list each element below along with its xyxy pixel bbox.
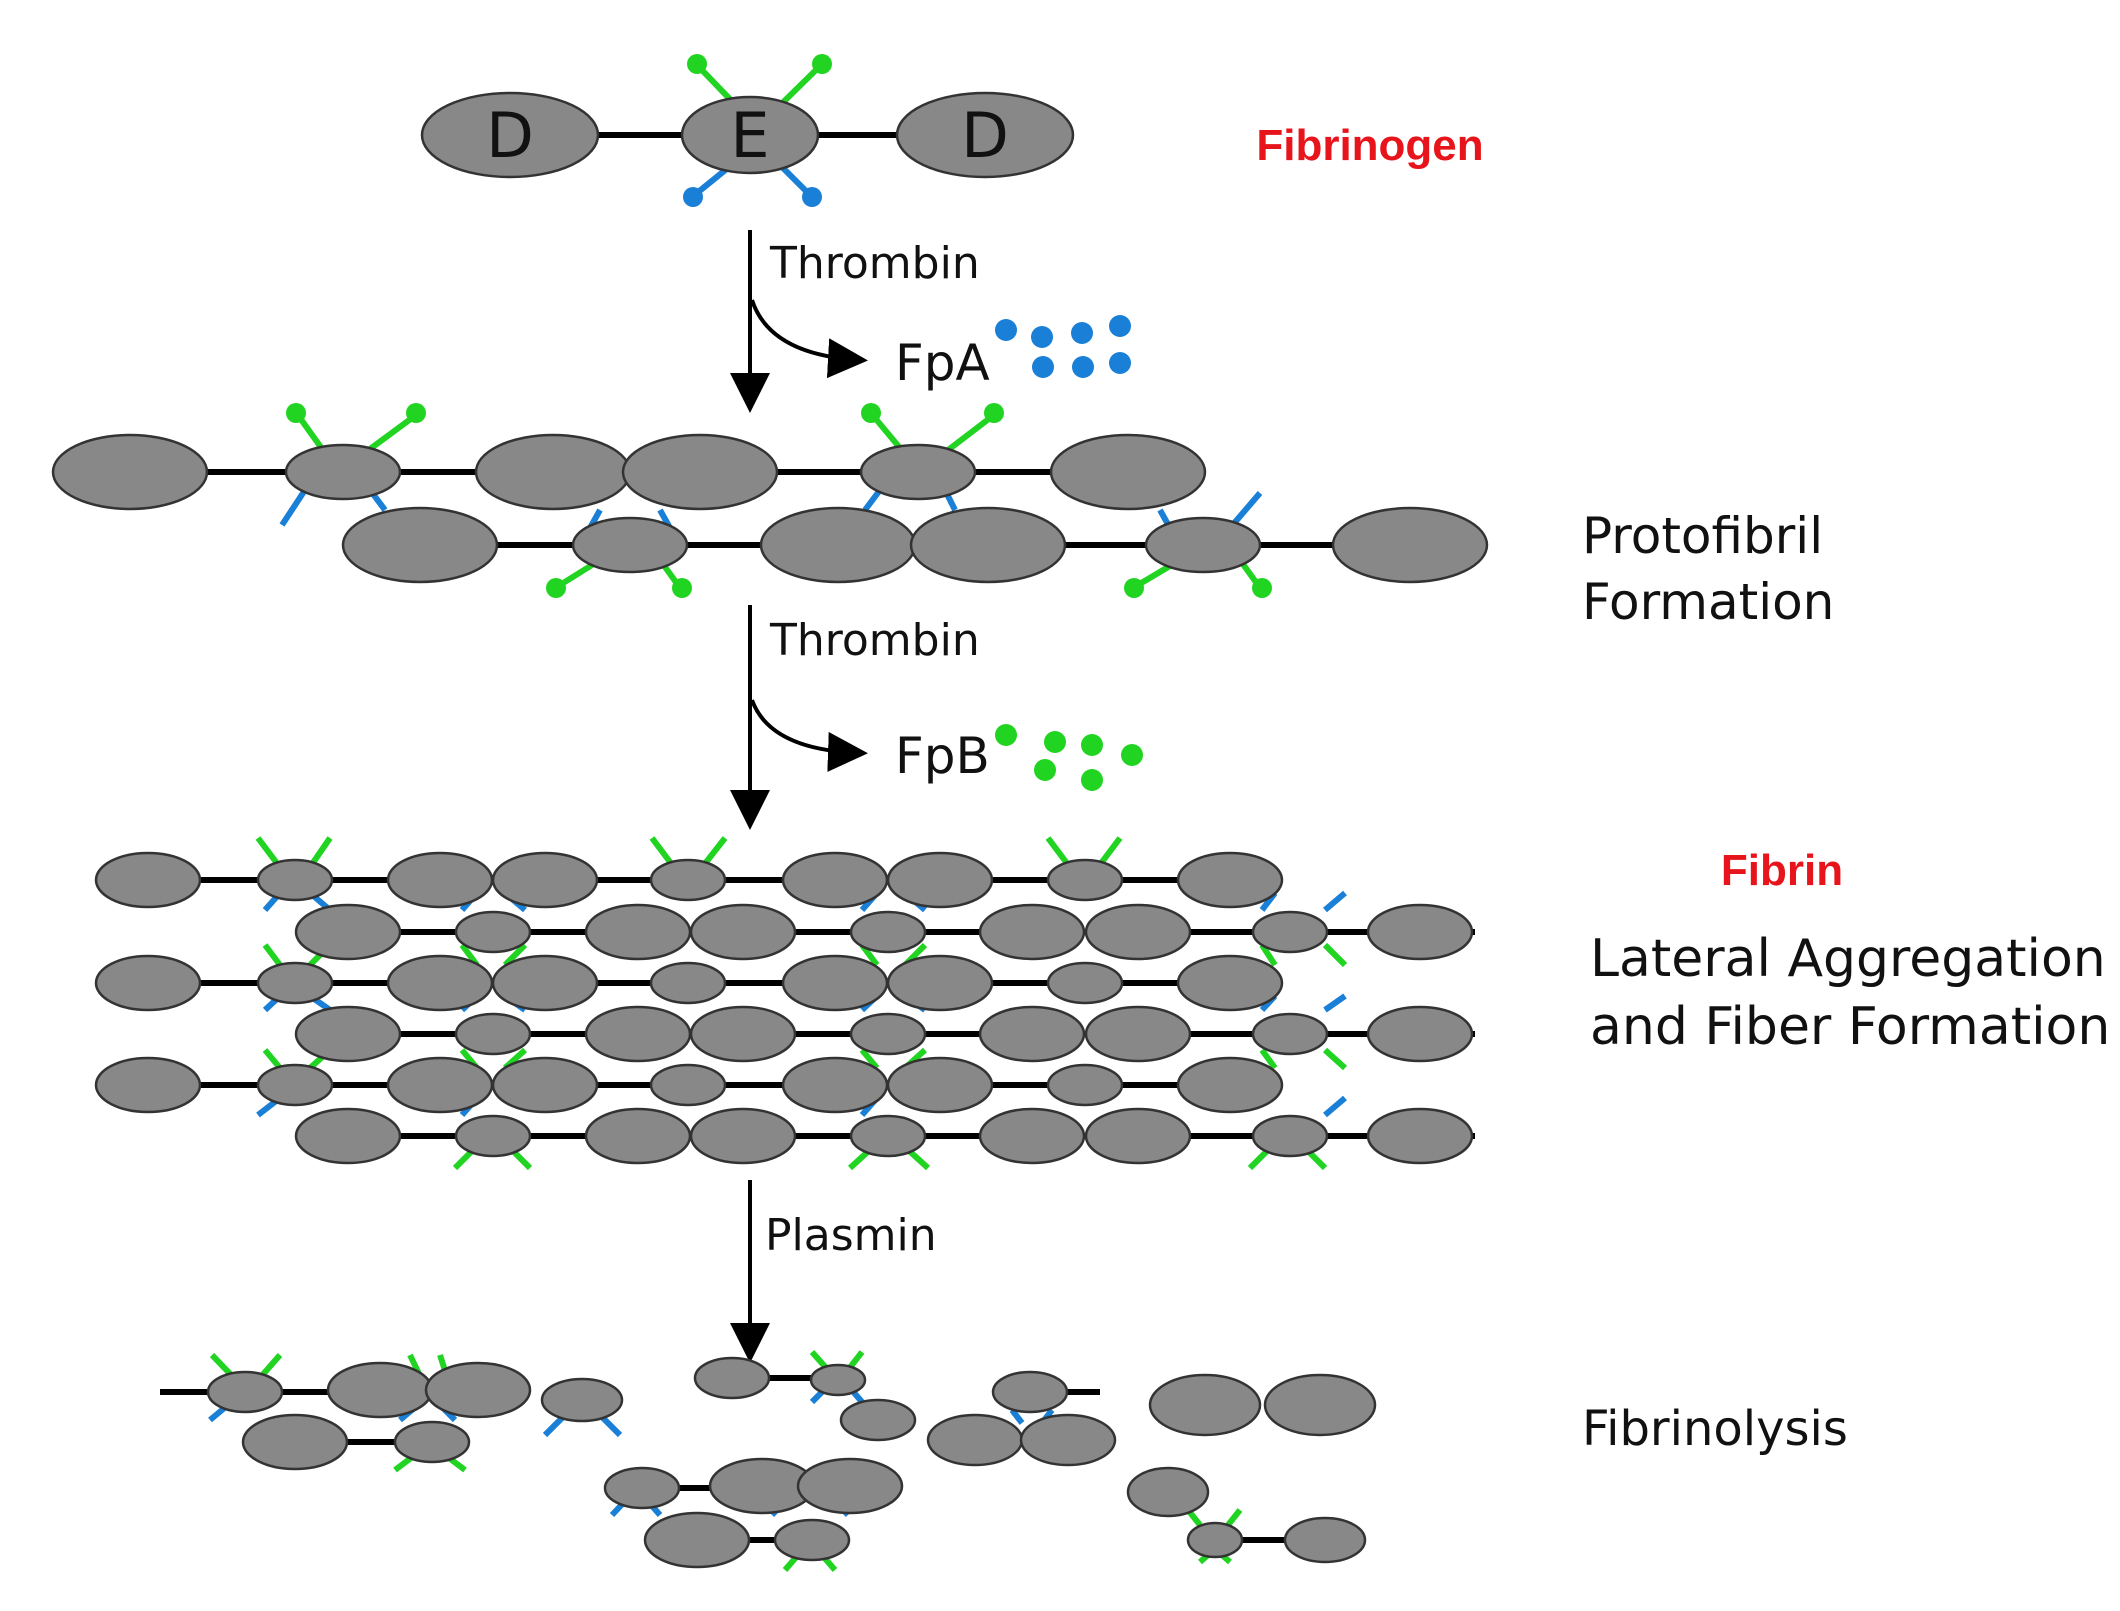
protofibril-label-line-1: Protofibril [1582, 507, 1823, 565]
protofibril-label-line-2: Formation [1582, 573, 1834, 631]
fpa-release-arrow [750, 299, 868, 379]
domain-label-e: E [730, 99, 769, 172]
fragment-4 [603, 1457, 904, 1572]
fpb-label: FpB [895, 727, 990, 785]
fpb-release-arrow [750, 699, 868, 772]
fibrinogen-label: Fibrinogen [1256, 121, 1483, 170]
fragment-7 [1126, 1466, 1367, 1565]
plasmin-step: Plasmin [730, 1180, 937, 1363]
thrombin-2-label: Thrombin [769, 615, 980, 666]
fibrin-fiber [94, 836, 1475, 1171]
fibrin-fiber-row-1 [94, 851, 1284, 909]
domain-label-d-right: D [961, 99, 1009, 172]
plasmin-label: Plasmin [765, 1210, 937, 1261]
protofibril [51, 403, 1489, 598]
domain-label-d-left: D [486, 99, 534, 172]
fibrin-fiber-row-3 [94, 954, 1284, 1012]
thrombin-1-label: Thrombin [769, 238, 980, 289]
fibrinolysis-label: Fibrinolysis [1582, 1401, 1848, 1457]
lateral-aggregation-label-line-1: Lateral Aggregation [1590, 929, 2106, 989]
fragment-5 [926, 1370, 1117, 1467]
fibrin-fiber-row-6 [294, 1107, 1474, 1165]
fpb-peptide-dots [995, 724, 1143, 791]
fibrin-fiber-row-4 [294, 1005, 1474, 1063]
lateral-aggregation-label-line-2: and Fiber Formation [1590, 997, 2110, 1057]
fibrinogen-d-domain-left [420, 91, 600, 179]
fibrin-fiber-row-5 [94, 1056, 1284, 1114]
fragment-3 [693, 1350, 917, 1442]
fpa-peptide-dots [995, 315, 1131, 378]
fibrinogen-d-domain-right [895, 91, 1075, 179]
fragment-1 [160, 1352, 532, 1473]
fragment-6 [1148, 1373, 1377, 1437]
fibrinogen-molecule: D E D [420, 54, 1075, 207]
thrombin-step-2: Thrombin FpB [730, 605, 1143, 830]
fibrinogen-e-domain [680, 95, 820, 175]
fibrin-label: Fibrin [1721, 846, 1843, 895]
fibrinolysis-fragments [160, 1350, 1377, 1572]
fpa-label: FpA [895, 334, 990, 392]
fibrin-fiber-row-2 [294, 903, 1474, 961]
fragment-2 [540, 1377, 624, 1438]
thrombin-step-1: Thrombin FpA [730, 230, 1131, 413]
